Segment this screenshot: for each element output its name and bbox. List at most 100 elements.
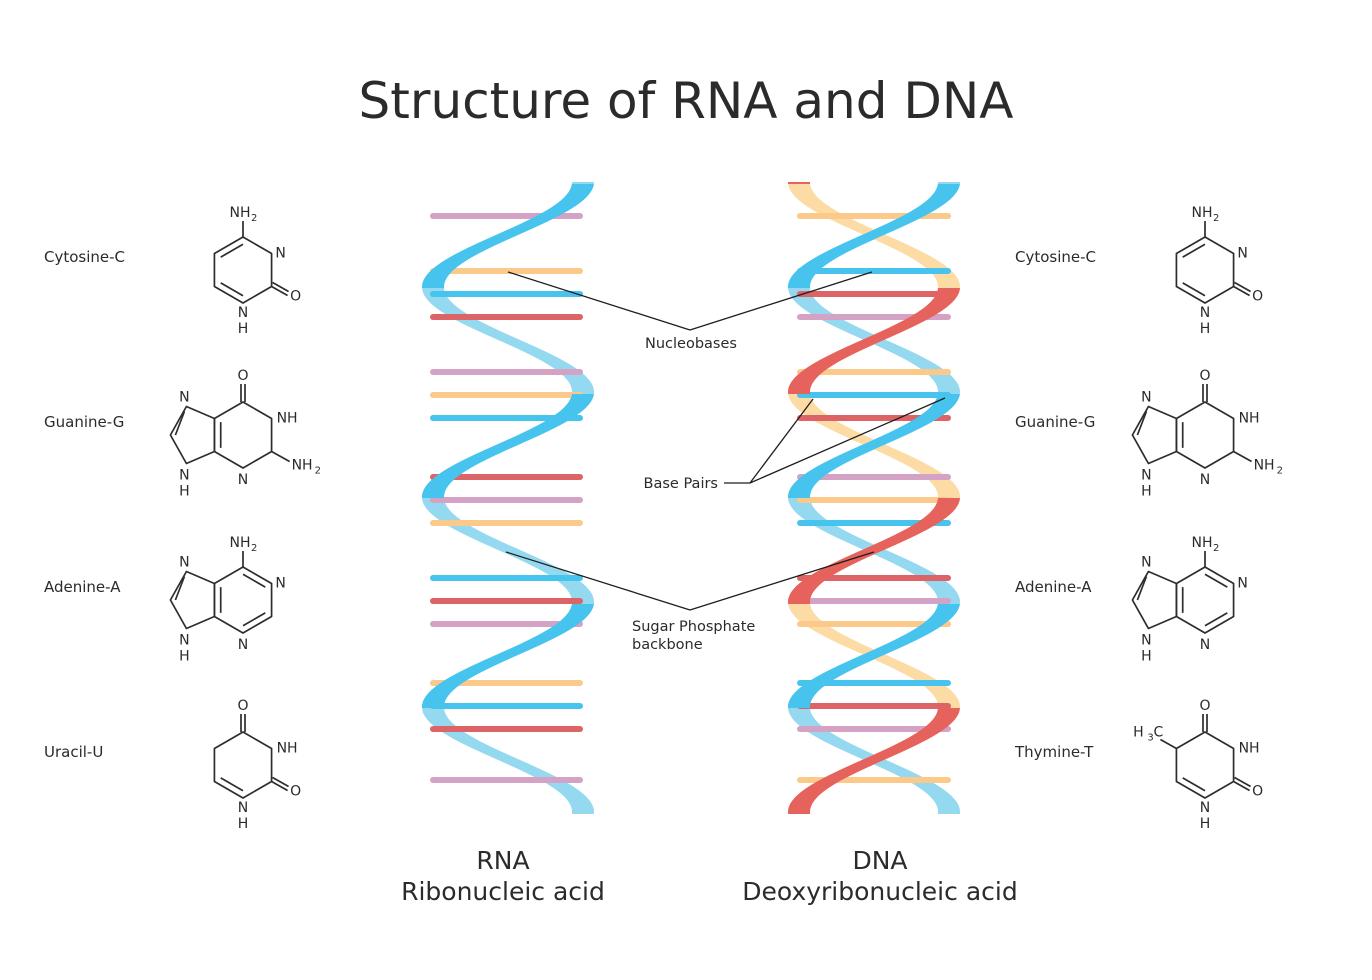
nitrogen-atom: N xyxy=(1141,390,1151,406)
oxygen-atom: O xyxy=(1252,784,1263,800)
dna-caption-fullname: Deoxyribonucleic acid xyxy=(742,877,1017,906)
double-bond xyxy=(1182,243,1206,258)
pyrimidine-ring xyxy=(1175,401,1235,469)
diagram-title: Structure of RNA and DNA xyxy=(359,72,1014,130)
amino-group: NH xyxy=(292,458,313,474)
bond xyxy=(1234,776,1251,788)
oxygen-atom: O xyxy=(237,368,248,384)
subscript: 2 xyxy=(1213,213,1219,224)
oxygen-atom: O xyxy=(290,784,301,800)
dna-base-label-cytosine: Cytosine-C xyxy=(1015,248,1096,266)
nitrogen-atom: N xyxy=(179,468,189,484)
double-bond xyxy=(174,576,186,601)
dna-base-label-guanine: Guanine-G xyxy=(1015,413,1095,431)
hydrogen-atom: H xyxy=(1141,649,1152,665)
dna-strand-2-front xyxy=(788,498,960,604)
hydrogen-atom: H xyxy=(1141,484,1152,500)
hydrogen-atom: H xyxy=(179,649,190,665)
rna-base-label-guanine: Guanine-G xyxy=(44,413,124,431)
imino-group: NH xyxy=(1239,741,1260,757)
rna-base-label-cytosine: Cytosine-C xyxy=(44,248,125,266)
oxygen-atom: O xyxy=(1199,698,1210,714)
nitrogen-atom: N xyxy=(1200,637,1210,653)
rna-base-label-adenine: Adenine-A xyxy=(44,578,121,596)
backbone-leader-dna xyxy=(689,551,875,611)
double-bond xyxy=(1204,573,1228,588)
nitrogen-atom: N xyxy=(179,555,189,571)
amino-group: NH xyxy=(230,535,251,551)
bond xyxy=(1233,780,1250,792)
double-bond xyxy=(1182,777,1206,792)
pyrimidine-ring xyxy=(1175,731,1235,799)
subscript: 3 xyxy=(1147,733,1153,744)
pyrimidine-ring xyxy=(213,566,273,634)
oxygen-atom: O xyxy=(1199,368,1210,384)
rna-backbone-front xyxy=(422,604,594,708)
base-pairs-leader-1 xyxy=(724,398,814,484)
imino-group: NH xyxy=(277,741,298,757)
dna-strand-1-front xyxy=(788,394,960,498)
bond xyxy=(272,281,289,293)
subscript: 2 xyxy=(315,466,321,477)
amino-group: NH xyxy=(1192,535,1213,551)
dna-caption-label: DNA xyxy=(852,846,907,875)
backbone-label-line1: Sugar Phosphate xyxy=(632,619,755,635)
base-pairs-label: Base Pairs xyxy=(644,476,718,492)
nucleobases-leader-dna xyxy=(689,271,873,331)
nitrogen-atom: N xyxy=(1237,246,1247,262)
nitrogen-atom: N xyxy=(1200,472,1210,488)
bond xyxy=(1233,450,1252,463)
pyrimidine-ring xyxy=(213,236,273,304)
nitrogen-atom: N xyxy=(238,305,248,321)
subscript: 2 xyxy=(1277,466,1283,477)
rna-base-label-uracil: Uracil-U xyxy=(44,743,103,761)
dna-strand-1-front xyxy=(788,184,960,288)
nitrogen-atom: N xyxy=(238,637,248,653)
imidazole-ring xyxy=(169,405,216,465)
nitrogen-atom: N xyxy=(1237,576,1247,592)
dna-base-label-thymine: Thymine-T xyxy=(1014,743,1094,761)
backbone-leader-rna xyxy=(505,551,691,611)
bond xyxy=(271,450,290,463)
double-bond xyxy=(220,777,244,792)
rna-caption-label: RNA xyxy=(476,846,529,875)
oxygen-atom: O xyxy=(290,289,301,305)
double-bond xyxy=(1204,612,1228,627)
double-bond xyxy=(242,573,266,588)
pyrimidine-ring xyxy=(213,401,273,469)
imidazole-ring xyxy=(1131,405,1178,465)
double-bond xyxy=(242,612,266,627)
dna-strand-2-front xyxy=(788,708,960,814)
nitrogen-atom: N xyxy=(179,633,189,649)
double-bond xyxy=(1182,282,1206,297)
amino-group: NH xyxy=(230,205,251,221)
bond xyxy=(271,285,288,297)
nucleobases-label: Nucleobases xyxy=(645,336,737,352)
oxygen-atom: O xyxy=(237,698,248,714)
hydrogen-atom: H xyxy=(179,484,190,500)
nitrogen-atom: N xyxy=(1141,633,1151,649)
dna-strand-2-front xyxy=(788,288,960,394)
methyl-group: H xyxy=(1133,725,1144,741)
rna-backbone-front xyxy=(422,184,594,288)
nitrogen-atom: N xyxy=(275,246,285,262)
double-bond xyxy=(174,411,186,436)
dna-base-label-adenine: Adenine-A xyxy=(1015,578,1092,596)
nucleobases-leader-rna xyxy=(507,271,691,331)
bond xyxy=(271,780,288,792)
nitrogen-atom: N xyxy=(238,800,248,816)
nitrogen-atom: N xyxy=(1200,305,1210,321)
base-pairs-callout: Base Pairs xyxy=(644,397,946,492)
hydrogen-atom: H xyxy=(238,321,249,337)
amino-group: NH xyxy=(1192,205,1213,221)
dna-strand-2-front xyxy=(788,182,811,184)
hydrogen-atom: H xyxy=(1200,321,1211,337)
nitrogen-atom: N xyxy=(1141,468,1151,484)
carbon-atom: C xyxy=(1154,725,1164,741)
double-bond xyxy=(220,243,244,258)
